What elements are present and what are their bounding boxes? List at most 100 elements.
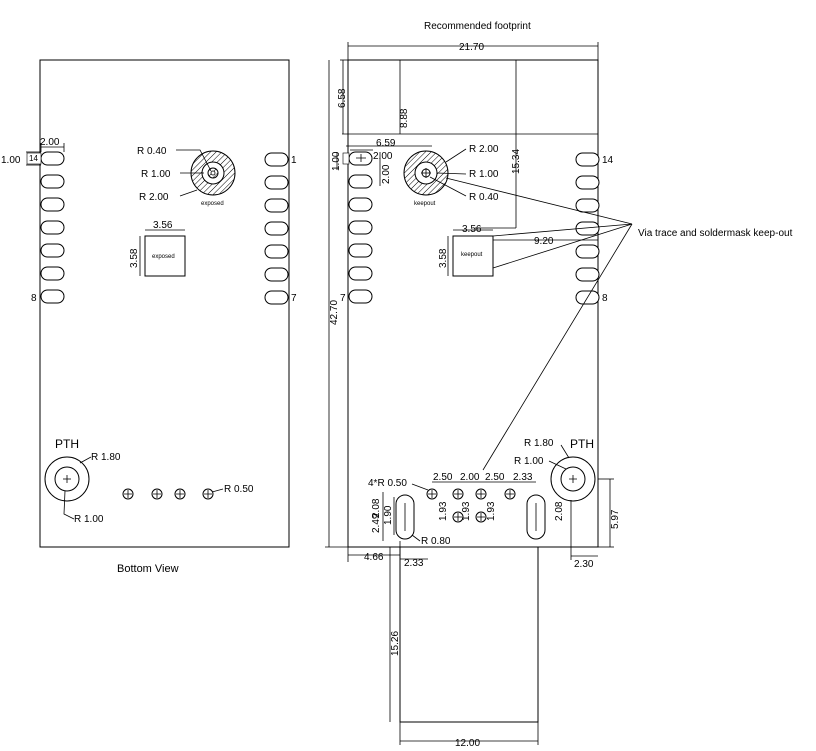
- bottom-vias: [122, 488, 214, 500]
- fp-r200-label: R 2.00: [469, 144, 499, 155]
- pad: [264, 175, 289, 190]
- pth-r100-label: R 1.00: [74, 514, 104, 525]
- module-outline: [39, 59, 290, 548]
- leader: [445, 148, 467, 163]
- pad: [264, 221, 289, 236]
- pth-label: PTH: [55, 437, 79, 451]
- fp-r080-label: R 0.80: [421, 536, 451, 547]
- leader: [176, 149, 212, 172]
- fp-pth-label: PTH: [570, 437, 594, 451]
- fp-dim-920-label: 9.20: [534, 236, 554, 247]
- via-crosses: [124, 490, 212, 498]
- leader: [79, 456, 92, 464]
- fp-dim-250b-label: 2.50: [485, 472, 505, 483]
- fp-keepout-rf-label: keepout: [414, 201, 436, 207]
- dim-pad-width: 2.00: [40, 137, 60, 148]
- pin-7-label: 7: [291, 293, 297, 304]
- via-callout-leaders: [445, 177, 633, 471]
- leader: [492, 223, 633, 237]
- exposed-square-label: exposed: [152, 254, 175, 260]
- leader: [445, 177, 633, 225]
- fp-dim-193b-label: 1.93: [461, 501, 472, 521]
- fp-dim-358-label: 3.58: [438, 248, 449, 268]
- fp-dim-1200-label: 12.00: [455, 738, 480, 749]
- leader: [482, 223, 633, 471]
- dim-356-label: 3.56: [153, 220, 173, 231]
- leader: [492, 223, 633, 269]
- fp-dim-193c-label: 1.93: [486, 501, 497, 521]
- leader: [63, 490, 75, 520]
- keepout-extension: [399, 546, 539, 723]
- pad: [40, 243, 65, 258]
- dim-888-label: 8.88: [399, 108, 410, 128]
- fp-pth-cross: [569, 475, 577, 483]
- fp-r100-label: R 1.00: [469, 169, 499, 180]
- footprint-left-pads: [342, 151, 373, 304]
- fp-dim-250a-label: 2.50: [433, 472, 453, 483]
- fp-dim-230-label: 2.30: [574, 559, 594, 570]
- rf-r200-label: R 2.00: [139, 192, 169, 203]
- pad: [40, 151, 65, 166]
- pad: [264, 152, 289, 167]
- fp-dim-4270-label: 42.70: [329, 300, 340, 325]
- pad: [348, 220, 373, 235]
- pad-14-tag: [26, 152, 42, 165]
- rf-r100-label: R 1.00: [141, 169, 171, 180]
- dim-1534-label: 15.34: [511, 149, 522, 174]
- via-note: Via trace and soldermask keep-out: [638, 228, 793, 239]
- pad: [40, 197, 65, 212]
- pin-8-label: 8: [31, 293, 37, 304]
- pth-r180-label: R 1.80: [91, 452, 121, 463]
- pad: [40, 220, 65, 235]
- rf-exposed-pad: [190, 150, 236, 196]
- pad: [348, 174, 373, 189]
- pad: [348, 266, 373, 281]
- dim-200b-label: 2.00: [381, 164, 392, 184]
- fp-pin-14-label: 14: [602, 155, 614, 166]
- fp-dim-466-label: 4.66: [364, 552, 384, 563]
- dim-pad-height: 1.00: [1, 155, 21, 166]
- right-pads: [264, 152, 289, 305]
- dim-658-label: 6.58: [337, 88, 348, 108]
- pad: [264, 290, 289, 305]
- fp-pth-r180-label: R 1.80: [524, 438, 554, 449]
- leader: [436, 172, 467, 175]
- pad: [575, 244, 600, 259]
- fp-keepout-square-label: keepout: [461, 252, 483, 258]
- leader: [429, 176, 467, 197]
- exposed-square: [144, 235, 186, 277]
- dim-358-label: 3.58: [129, 248, 140, 268]
- fp-dim-233b-label: 2.33: [404, 558, 424, 569]
- pad: [40, 174, 65, 189]
- fp-pin-7-label: 7: [340, 293, 346, 304]
- bottom-view-title: Bottom View: [117, 563, 179, 575]
- dim-2170-label: 21.70: [459, 42, 484, 53]
- leader: [179, 189, 198, 197]
- exposed-label-rf: exposed: [201, 201, 224, 207]
- rf-r040-label: R 0.40: [137, 146, 167, 157]
- pad: [264, 267, 289, 282]
- via-r050-label: R 0.50: [224, 484, 254, 495]
- pad: [264, 198, 289, 213]
- pin-1-cross: [356, 154, 366, 162]
- footprint-title: Recommended footprint: [424, 21, 531, 32]
- fp-dim-1526-label: 15.26: [390, 631, 401, 656]
- dim-100-label: 1.00: [331, 151, 342, 171]
- fp-pin-8-label: 8: [602, 293, 608, 304]
- fp-dim-597-label: 5.97: [610, 509, 621, 529]
- dim-200a-label: 2.00: [373, 151, 393, 162]
- pad: [575, 198, 600, 213]
- pad-14-label: 14: [29, 154, 38, 163]
- dim-659-label: 6.59: [376, 138, 396, 149]
- fp-dim-190-label: 1.90: [383, 505, 394, 525]
- fp-dim-233a-label: 2.33: [513, 472, 533, 483]
- leader: [560, 444, 570, 459]
- fp-dim-208a-label: 2.08: [371, 498, 382, 518]
- fp-keepout-square: [452, 235, 494, 277]
- pad: [348, 243, 373, 258]
- fp-dim-249-label: 2.49: [371, 513, 382, 533]
- left-pads: [40, 151, 65, 304]
- fp-vias: [426, 488, 516, 523]
- pad: [40, 266, 65, 281]
